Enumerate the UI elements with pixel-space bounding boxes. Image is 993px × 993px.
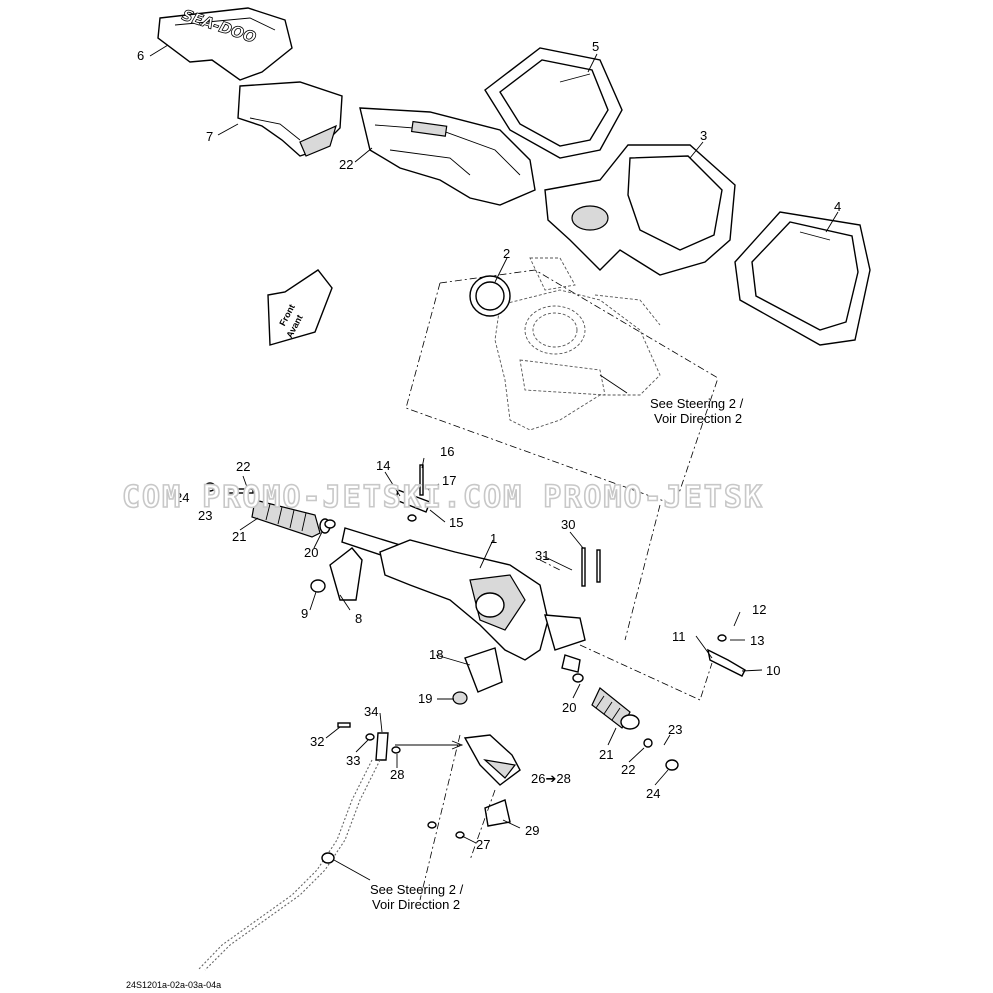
part-grip-right [591, 687, 640, 730]
part-ring [469, 275, 511, 317]
callout-7: 7 [206, 129, 213, 144]
callout-24-left: 24 [175, 490, 189, 505]
part-top-cover: SEA-DOO [157, 5, 293, 81]
callout-5: 5 [592, 39, 599, 54]
part-gauge-bezel [734, 211, 871, 346]
callout-18: 18 [429, 647, 443, 662]
callout-12: 12 [752, 602, 766, 617]
callout-33: 33 [346, 753, 360, 768]
callout-32: 32 [310, 734, 324, 749]
callout-numbers: 6 7 22 5 3 4 2 22 16 17 14 24 23 15 30 2… [137, 39, 841, 852]
part-console-top [359, 107, 536, 206]
part-visor-cover [237, 81, 343, 157]
leader-lines [149, 44, 839, 881]
callout-23-left: 23 [198, 508, 212, 523]
callout-9: 9 [301, 606, 308, 621]
callout-1: 1 [490, 531, 497, 546]
callout-6: 6 [137, 48, 144, 63]
callout-23-right: 23 [668, 722, 682, 737]
callout-17: 17 [442, 473, 456, 488]
callout-20-right: 20 [562, 700, 576, 715]
part-main-housing [544, 144, 736, 276]
callout-22-left: 22 [236, 459, 250, 474]
callout-19: 19 [418, 691, 432, 706]
callout-14: 14 [376, 458, 390, 473]
callout-4: 4 [834, 199, 841, 214]
callout-22-right: 22 [621, 762, 635, 777]
callout-26-28: 26➔28 [531, 771, 571, 786]
callout-27: 27 [476, 837, 490, 852]
svg-text:See Steering 2 /: See Steering 2 / [370, 882, 464, 897]
svg-text:Voir Direction 2: Voir Direction 2 [372, 897, 460, 912]
callout-31: 31 [535, 548, 549, 563]
callout-29: 29 [525, 823, 539, 838]
ghost-steering-body [405, 257, 719, 506]
callout-34: 34 [364, 704, 378, 719]
callout-24-right: 24 [646, 786, 660, 801]
throttle-cable [197, 759, 381, 971]
callout-8: 8 [355, 611, 362, 626]
callout-21-right: 21 [599, 747, 613, 762]
small-hardware [204, 464, 746, 771]
callout-15: 15 [449, 515, 463, 530]
callout-20-left: 20 [304, 545, 318, 560]
callout-30: 30 [561, 517, 575, 532]
svg-text:Voir Direction 2: Voir Direction 2 [654, 411, 742, 426]
note-upper: See Steering 2 / Voir Direction 2 [650, 396, 744, 426]
callout-25: 22 [339, 157, 353, 172]
construction-lines [395, 504, 713, 901]
callout-16: 16 [440, 444, 454, 459]
watermark: COM PROMO-JETSKI.COM PROMO-JETSK [122, 480, 764, 515]
part-handlebar [341, 527, 586, 673]
callout-28: 28 [390, 767, 404, 782]
callout-3: 3 [700, 128, 707, 143]
part-throttle-lever [463, 734, 521, 786]
callout-2: 2 [503, 246, 510, 261]
reference-code: 24S1201a-02a-03a-04a [126, 980, 221, 990]
callout-13: 13 [750, 633, 764, 648]
cable-hardware [337, 722, 465, 839]
front-arrow: Front Avant [267, 269, 333, 346]
callout-21-left: 21 [232, 529, 246, 544]
part-display-frame [484, 47, 623, 159]
part-bracket [484, 799, 511, 827]
note-lower: See Steering 2 / Voir Direction 2 [370, 882, 464, 912]
callout-10: 10 [766, 663, 780, 678]
callout-11: 11 [672, 629, 686, 644]
svg-text:See Steering 2 /: See Steering 2 / [650, 396, 744, 411]
